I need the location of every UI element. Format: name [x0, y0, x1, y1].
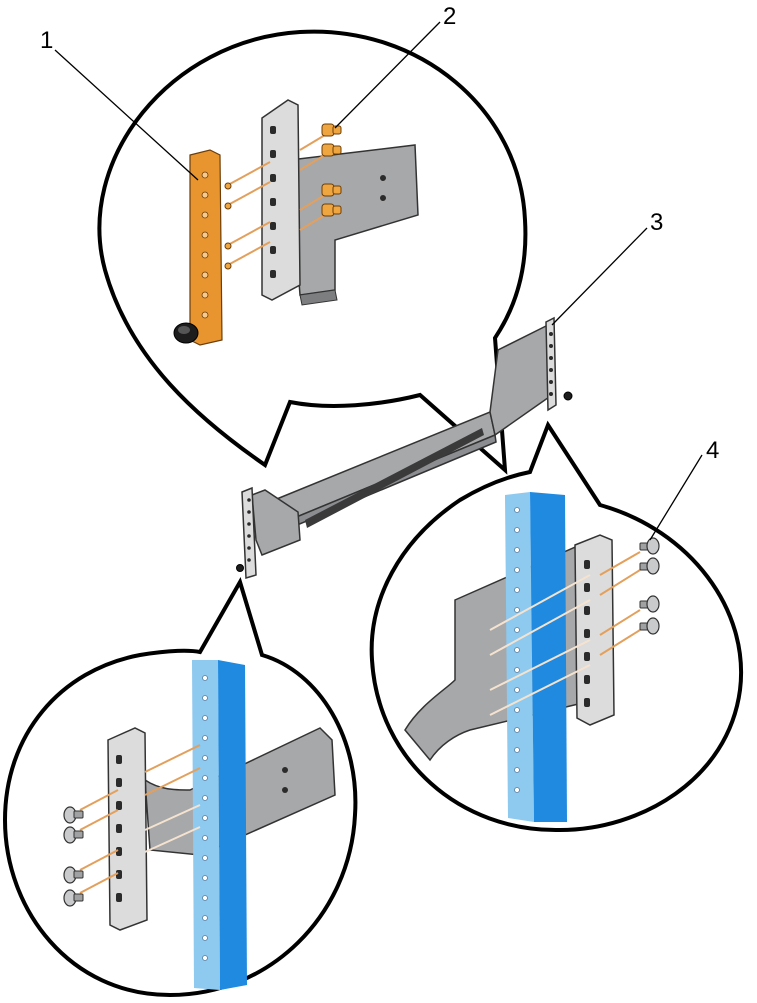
right-detail-contents — [404, 492, 660, 822]
bottom-detail-bubble — [2, 576, 358, 998]
callout-4-label: 4 — [706, 437, 719, 464]
orange-screws — [321, 123, 342, 217]
top-flange-holes — [270, 126, 276, 278]
main-rail — [236, 316, 573, 579]
callout-3-label: 3 — [650, 209, 663, 236]
left-flange-holes-detail — [116, 755, 122, 902]
callout-1-leader — [54, 49, 199, 181]
right-screws — [639, 537, 660, 635]
callout-2-label: 2 — [443, 3, 456, 30]
callout-4-leader — [649, 454, 703, 541]
callout-3-leader — [551, 227, 648, 326]
right-flange-holes-detail — [584, 560, 590, 707]
left-screws — [63, 806, 84, 907]
right-post-holes — [514, 507, 520, 793]
callouts: 1 2 3 4 — [40, 3, 719, 541]
callout-1-label: 1 — [40, 27, 53, 54]
right-flange-holes — [549, 332, 553, 396]
callout-2-leader — [334, 21, 441, 129]
left-flange-holes — [247, 498, 251, 562]
top-detail-contents — [173, 99, 419, 346]
adapter-holes — [201, 171, 209, 319]
left-post-holes — [202, 675, 208, 961]
bottom-detail-contents — [63, 660, 336, 990]
